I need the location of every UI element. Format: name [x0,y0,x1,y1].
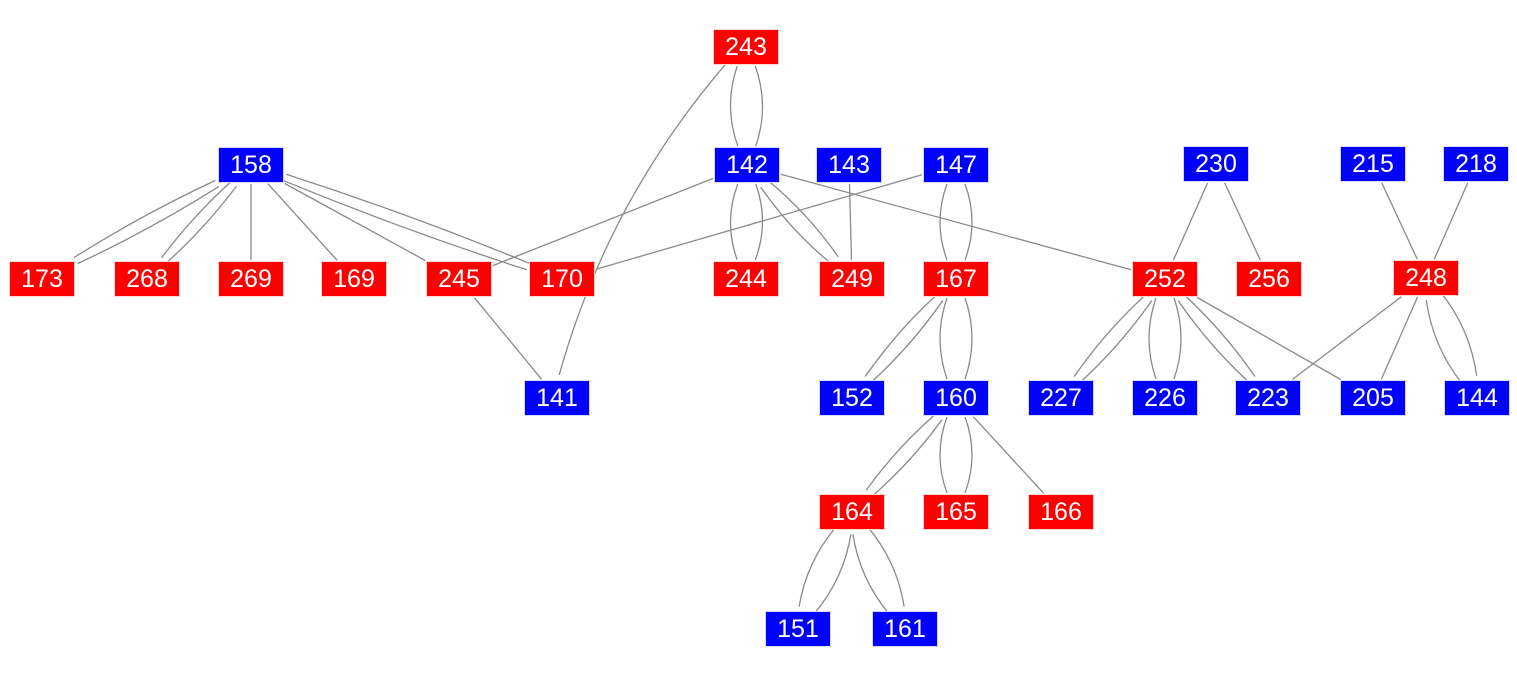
graph-node-226[interactable]: 226 [1132,380,1198,416]
edge-245-141 [473,297,543,380]
edge-143-249 [848,183,853,261]
edge-252-227 [1073,294,1146,377]
edge-249-142 [767,179,839,258]
graph-node-141[interactable]: 141 [524,380,590,416]
graph-node-158[interactable]: 158 [218,147,284,183]
edge-230-256 [1224,182,1261,261]
edge-215-248 [1381,182,1418,260]
graph-node-147[interactable]: 147 [923,147,989,183]
graph-node-243[interactable]: 243 [713,29,779,65]
graph-node-244[interactable]: 244 [713,261,779,297]
edge-147-167 [939,183,948,261]
edge-248-223 [1292,296,1402,380]
graph-node-218[interactable]: 218 [1443,146,1509,182]
edge-167-147 [964,183,973,261]
edge-142-252 [780,173,1132,271]
edge-227-252 [1080,300,1153,383]
graph-node-215[interactable]: 215 [1340,146,1406,182]
edge-158-173 [73,179,216,258]
graph-node-269[interactable]: 269 [218,261,284,297]
graph-node-142[interactable]: 142 [714,147,780,183]
graph-node-165[interactable]: 165 [923,494,989,530]
graph-node-173[interactable]: 173 [9,261,75,297]
edge-252-205 [1196,296,1342,381]
edge-165-160 [964,416,973,494]
edge-226-252 [1173,297,1182,380]
edge-170-158 [285,173,530,264]
edge-158-268 [160,180,232,259]
graph-node-143[interactable]: 143 [816,147,882,183]
edge-142-243 [754,65,764,147]
edge-164-160 [871,419,943,497]
edge-151-164 [813,534,852,615]
edge-158-169 [267,183,338,261]
graph-node-170[interactable]: 170 [529,261,595,297]
graph-node-205[interactable]: 205 [1340,380,1406,416]
edge-161-164 [867,526,905,607]
edge-243-141 [558,61,729,376]
graph-node-161[interactable]: 161 [872,611,938,647]
edge-160-164 [865,413,937,491]
edge-243-142 [729,65,739,147]
graph-node-160[interactable]: 160 [923,380,989,416]
edge-244-142 [754,183,764,261]
graph-node-166[interactable]: 166 [1028,494,1094,530]
edge-164-161 [852,534,890,615]
edge-group [73,61,1478,615]
edge-248-144 [1425,300,1462,383]
edge-252-226 [1148,297,1157,380]
graph-node-256[interactable]: 256 [1236,261,1302,297]
edge-142-249 [760,186,832,265]
graph-node-144[interactable]: 144 [1444,380,1510,416]
edge-268-158 [166,185,238,264]
graph-node-164[interactable]: 164 [819,494,885,530]
edge-158-245 [284,182,426,262]
graph-node-245[interactable]: 245 [426,261,492,297]
graph-node-152[interactable]: 152 [819,380,885,416]
graph-node-268[interactable]: 268 [114,261,180,297]
graph-node-169[interactable]: 169 [321,261,387,297]
edge-144-248 [1441,293,1478,376]
edge-218-248 [1433,182,1469,260]
edge-160-165 [939,416,948,494]
edge-167-160 [939,297,948,380]
graph-node-252[interactable]: 252 [1132,261,1198,297]
edge-230-252 [1172,182,1209,261]
graph-node-223[interactable]: 223 [1235,380,1301,416]
graph-node-230[interactable]: 230 [1183,146,1249,182]
graph-node-248[interactable]: 248 [1393,260,1459,296]
edge-167-152 [864,294,937,377]
edge-142-244 [729,183,739,261]
edge-252-223 [1177,300,1250,383]
edge-160-166 [972,416,1045,494]
edge-173-158 [77,186,220,265]
graph-node-227[interactable]: 227 [1028,380,1094,416]
edge-152-167 [871,300,944,383]
graph-node-151[interactable]: 151 [765,611,831,647]
graph-node-167[interactable]: 167 [923,261,989,297]
edge-142-245 [492,177,714,267]
graph-node-249[interactable]: 249 [819,261,885,297]
edge-158-170 [283,180,528,271]
edge-164-151 [798,526,837,607]
edge-147-170 [595,174,923,270]
edge-223-252 [1183,294,1256,377]
edge-248-205 [1380,296,1419,380]
edge-160-167 [964,297,973,380]
